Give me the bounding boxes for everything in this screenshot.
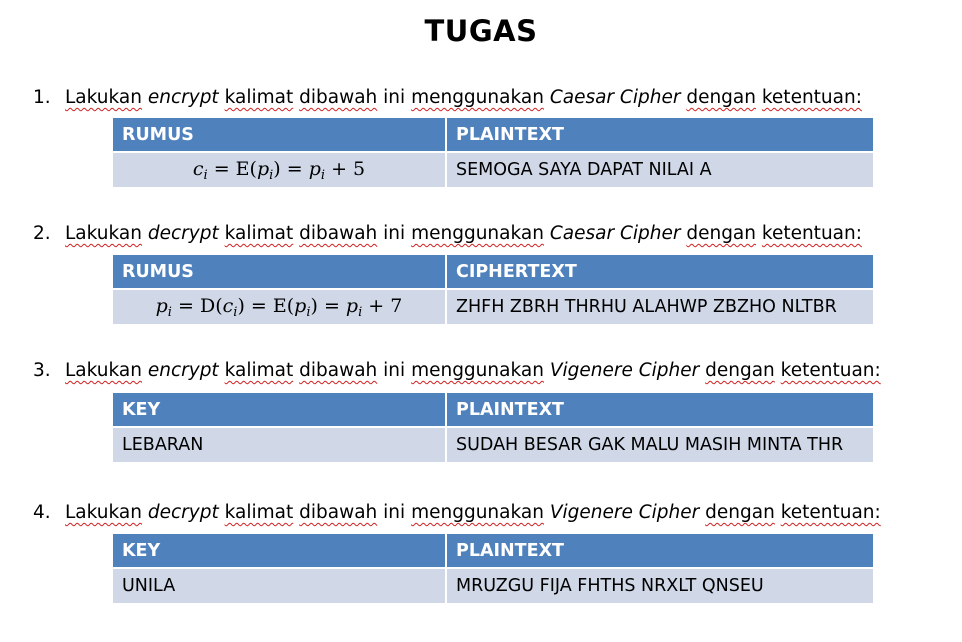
task-3-table: KEY PLAINTEXT LEBARAN SUDAH BESAR GAK MA… [111,391,875,464]
task-number: 4. [33,502,51,523]
instruction-word: ketentuan: [761,87,862,108]
instruction-word: ketentuan: [761,223,862,244]
task-2-table: RUMUS CIPHERTEXT pi = D(ci) = E(pi) = pi… [111,253,875,326]
task-number: 3. [33,360,51,381]
column-header-formula: RUMUS [111,116,447,153]
instruction-word: Lakukan [65,502,142,523]
formula-cell: pi = D(ci) = E(pi) = pi + 7 [111,288,447,326]
instruction-word: menggunakan [411,360,544,381]
instruction-word: dengan [705,360,775,381]
instruction-word: kalimat [224,223,294,244]
formula-cell: ci = E(pi) = pi + 5 [111,151,447,189]
instruction-word: dibawah [299,223,378,244]
instruction-operation: decrypt [147,223,219,244]
instruction-word: Lakukan [65,360,142,381]
task-3-instruction: 3. Lakukan encrypt kalimat dibawah ini me… [33,360,881,381]
cipher-name: Cipher [619,87,681,108]
task-number: 1. [33,87,51,108]
instruction-word: ini [383,87,406,108]
instruction-word: dibawah [299,87,378,108]
cipher-name: Cipher [619,223,681,244]
page-title: TUGAS [424,14,538,48]
instruction-word: dibawah [299,502,378,523]
instruction-word: menggunakan [411,87,544,108]
cipher-name: Cipher [638,360,700,381]
instruction-word: ini [383,502,406,523]
instruction-word: menggunakan [411,502,544,523]
plaintext-cell: SEMOGA SAYA DAPAT NILAI A [445,151,875,189]
column-header-ciphertext: CIPHERTEXT [445,253,875,290]
instruction-operation: decrypt [147,502,219,523]
instruction-word: kalimat [224,360,294,381]
instruction-word: ketentuan: [780,360,881,381]
plaintext-cell: MRUZGU FIJA FHTHS NRXLT QNSEU [445,567,875,605]
instruction-word: Lakukan [65,87,142,108]
key-cell: UNILA [111,567,447,605]
instruction-operation: encrypt [147,87,219,108]
column-header-plaintext: PLAINTEXT [445,532,875,569]
cipher-name: Caesar [549,223,615,244]
task-1-table: RUMUS PLAINTEXT ci = E(pi) = pi + 5 SEMO… [111,116,875,189]
cipher-name: Cipher [638,502,700,523]
column-header-key: KEY [111,532,447,569]
instruction-word: kalimat [224,87,294,108]
instruction-word: kalimat [224,502,294,523]
task-1-instruction: 1. Lakukan encrypt kalimat dibawah ini me… [33,87,862,108]
task-number: 2. [33,223,51,244]
column-header-key: KEY [111,391,447,428]
instruction-word: ini [383,223,406,244]
ciphertext-cell: ZHFH ZBRH THRHU ALAHWP ZBZHO NLTBR [445,288,875,326]
cipher-name: Vigenere [549,360,633,381]
instruction-word: dengan [686,223,756,244]
instruction-word: dengan [705,502,775,523]
instruction-word: dibawah [299,360,378,381]
cipher-name: Vigenere [549,502,633,523]
instruction-word: ketentuan: [780,502,881,523]
column-header-formula: RUMUS [111,253,447,290]
column-header-plaintext: PLAINTEXT [445,116,875,153]
plaintext-cell: SUDAH BESAR GAK MALU MASIH MINTA THR [445,426,875,464]
task-2-instruction: 2. Lakukan decrypt kalimat dibawah ini me… [33,223,862,244]
column-header-plaintext: PLAINTEXT [445,391,875,428]
task-4-instruction: 4. Lakukan decrypt kalimat dibawah ini me… [33,502,881,523]
cipher-name: Caesar [549,87,615,108]
instruction-word: Lakukan [65,223,142,244]
task-4-table: KEY PLAINTEXT UNILA MRUZGU FIJA FHTHS NR… [111,532,875,605]
instruction-word: dengan [686,87,756,108]
instruction-operation: encrypt [147,360,219,381]
key-cell: LEBARAN [111,426,447,464]
instruction-word: ini [383,360,406,381]
instruction-word: menggunakan [411,223,544,244]
